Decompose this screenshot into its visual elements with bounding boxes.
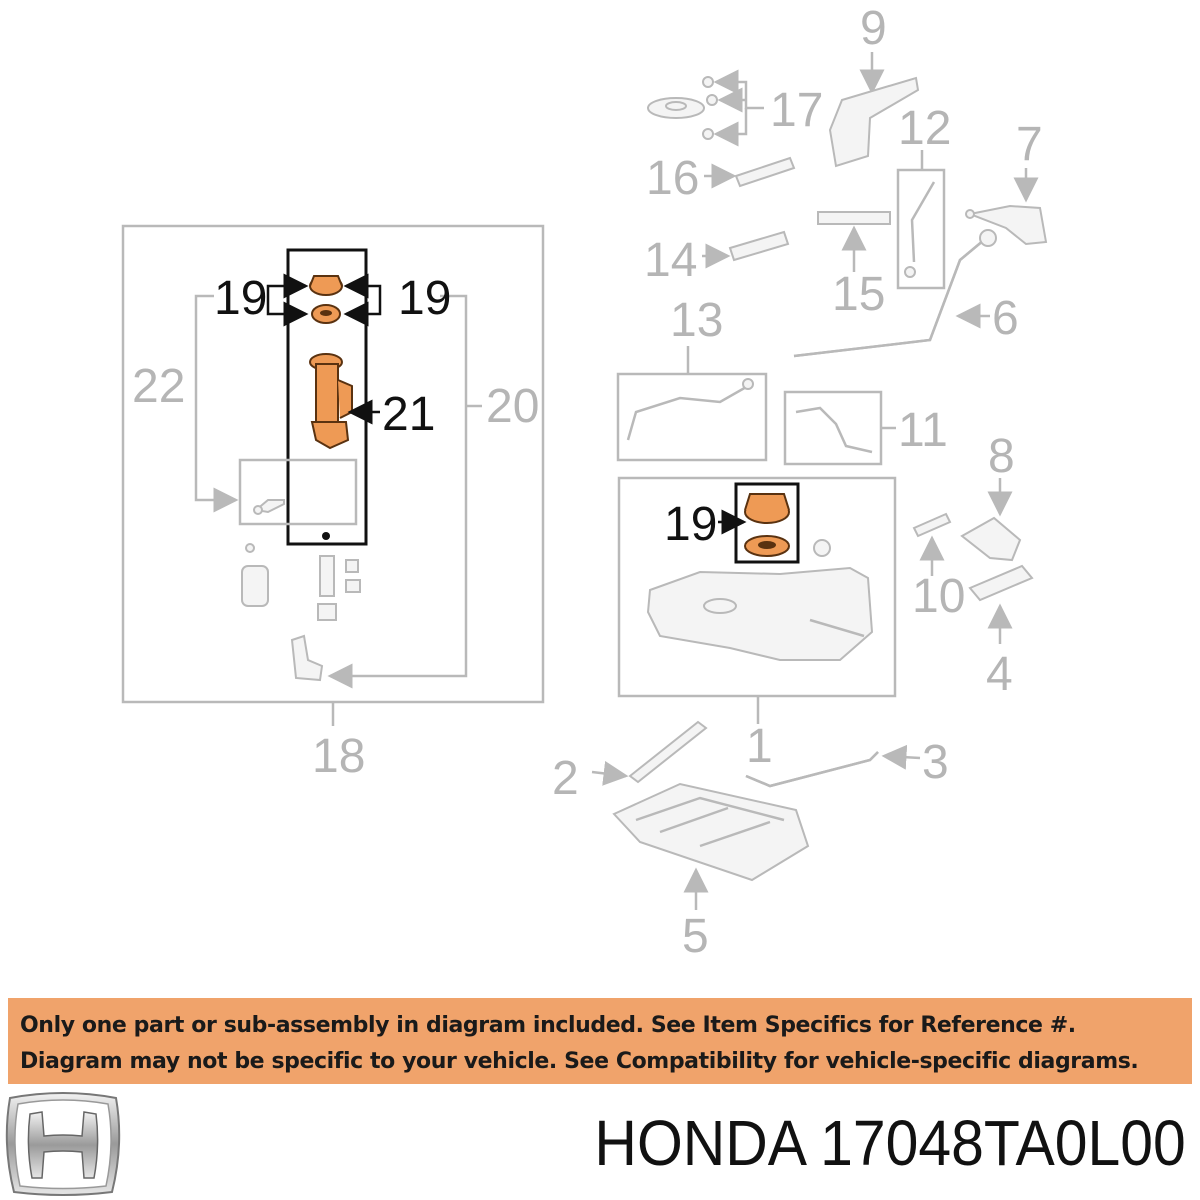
tank-lock-ring-frame [718,482,800,564]
label-19-left: 19 [214,272,267,325]
part-8-group [960,478,1022,562]
part-5-group [612,782,810,910]
disclaimer-banner: Only one part or sub-assembly in diagram… [8,998,1192,1084]
label-8: 8 [988,430,1015,483]
label-21: 21 [382,388,435,441]
honda-logo-icon [5,1092,121,1196]
label-22: 22 [132,360,185,413]
fuel-pump-part [309,353,353,450]
label-4: 4 [986,648,1013,701]
fuel-tank-box [617,476,897,724]
label-19-right: 19 [398,272,451,325]
label-2: 2 [552,752,579,805]
part-6-group [793,229,997,358]
leader-20 [327,294,482,689]
label-16: 16 [646,152,699,205]
label-11: 11 [898,404,948,457]
filter-subbox [238,458,358,526]
part-15-group [817,211,891,272]
label-3: 3 [922,736,949,789]
part-2-group [591,720,708,786]
part-4-group [968,564,1034,644]
label-12: 12 [898,102,951,155]
label-14: 14 [644,234,697,287]
part-13-group [616,346,768,462]
left-small-parts [241,532,361,682]
label-9: 9 [860,2,887,55]
disclaimer-line-2: Diagram may not be specific to your vehi… [20,1049,1139,1074]
label-1: 1 [746,720,773,773]
arrows-19-left [266,273,309,327]
parts-diagram: 19 19 21 22 20 18 17 9 16 12 7 [121,2,1048,963]
pump-module-frame [286,248,368,546]
part-7-group [965,168,1048,246]
label-15: 15 [832,268,885,321]
label-10: 10 [912,570,965,623]
part-3-group [745,744,921,788]
gasket-part [311,304,341,324]
part-16-group [704,156,796,189]
part-14-group [702,230,790,269]
part-9-group [828,52,920,168]
part-12-group [896,150,946,290]
label-6: 6 [992,292,1019,345]
label-19-tank: 19 [664,498,717,551]
label-18: 18 [312,730,365,783]
part-10-group [912,512,952,576]
arrows-19-right [343,273,382,327]
label-5: 5 [682,910,709,963]
part-11-group [783,390,896,466]
disclaimer-line-1: Only one part or sub-assembly in diagram… [20,1013,1076,1038]
label-17: 17 [770,84,823,137]
label-20: 20 [486,380,539,433]
part-17-group [647,69,764,147]
part-number-title: HONDA 17048TA0L00 [594,1107,1186,1179]
label-7: 7 [1016,118,1043,171]
label-13: 13 [670,294,723,347]
lock-ring-part [309,275,343,296]
leader-22 [194,294,239,513]
assembly-box-18 [121,224,545,726]
